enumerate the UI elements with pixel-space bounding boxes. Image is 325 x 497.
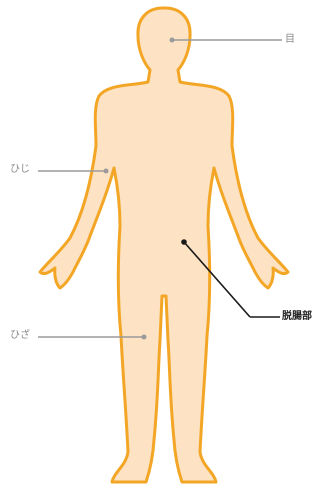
hernia-site-label: 脱腸部 (282, 311, 312, 323)
elbow-marker (104, 169, 109, 174)
elbow-label: ひじ (10, 164, 30, 176)
body-silhouette (40, 8, 288, 482)
knee-label: ひざ (10, 330, 30, 342)
eye-marker (170, 38, 175, 43)
knee-marker (142, 335, 147, 340)
eye-label: 目 (285, 34, 295, 46)
organ-marker (181, 239, 187, 245)
